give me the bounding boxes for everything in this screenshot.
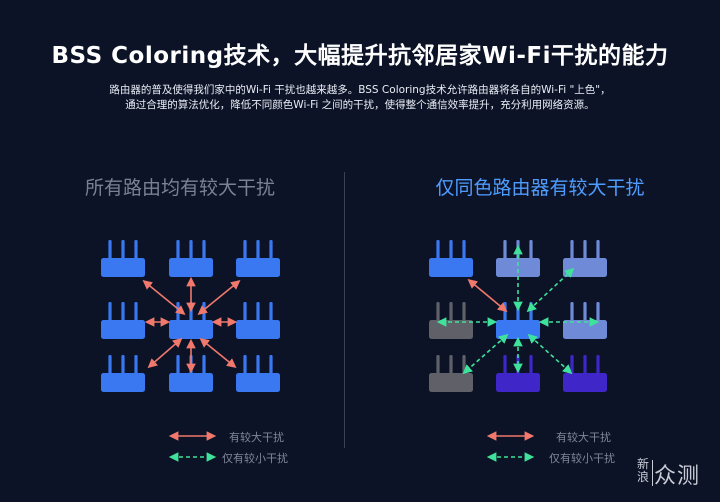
watermark-logo: 众测 xyxy=(654,464,701,489)
right-arrow-to-r1c3 xyxy=(526,267,575,313)
right-router-r3c2 xyxy=(496,355,540,392)
left-arrow-to-r1c3 xyxy=(197,279,241,316)
left-router-r1c1 xyxy=(101,240,145,277)
right-arrow-to-r3c3 xyxy=(527,333,573,375)
right-router-r3c1 xyxy=(429,355,473,392)
right-router-r2c3 xyxy=(563,302,607,339)
left-legend-strong-label: 有较大干扰 xyxy=(229,431,284,444)
right-router-r1c3 xyxy=(563,240,607,277)
watermark-small: 新 浪 xyxy=(636,457,649,484)
left-router-r2c3 xyxy=(236,302,280,339)
right-panel-title: 仅同色路由器有较大干扰 xyxy=(435,177,645,199)
legend-arrows xyxy=(168,431,535,462)
left-arrow-to-r3c1 xyxy=(147,337,183,369)
watermark-separator xyxy=(652,460,653,486)
interference-arrows xyxy=(142,244,600,375)
left-router-r2c1 xyxy=(101,302,145,339)
right-router-r3c3 xyxy=(563,355,607,392)
left-router-r1c3 xyxy=(236,240,280,277)
subtitle-line-1: 路由器的普及使得我们家中的Wi-Fi 干扰也越来越多。BSS Coloring技… xyxy=(109,84,611,96)
right-legend-weak-label: 仅有较小干扰 xyxy=(549,452,615,465)
right-router-r1c1 xyxy=(429,240,473,277)
right-arrow-to-r3c1 xyxy=(462,333,509,375)
left-legend-weak-label: 仅有较小干扰 xyxy=(222,452,288,465)
right-arrow-to-r1c1 xyxy=(467,278,508,313)
left-arrow-to-r1c1 xyxy=(142,279,186,316)
left-panel-title: 所有路由均有较大干扰 xyxy=(84,177,275,199)
panel-divider xyxy=(344,172,345,448)
subtitle-line-2: 通过合理的算法优化，降低不同颜色Wi-Fi 之间的干扰，使得整个通信效率提升，充… xyxy=(125,99,595,111)
left-router-r1c2 xyxy=(169,240,213,277)
right-legend-strong-label: 有较大干扰 xyxy=(556,431,611,444)
left-router-r3c1 xyxy=(101,355,145,392)
left-router-r3c3 xyxy=(236,355,280,392)
left-arrow-to-r3c3 xyxy=(199,337,237,369)
right-router-r2c1 xyxy=(429,302,473,339)
page-title: BSS Coloring技术，大幅提升抗邻居家Wi-Fi干扰的能力 xyxy=(51,43,669,69)
